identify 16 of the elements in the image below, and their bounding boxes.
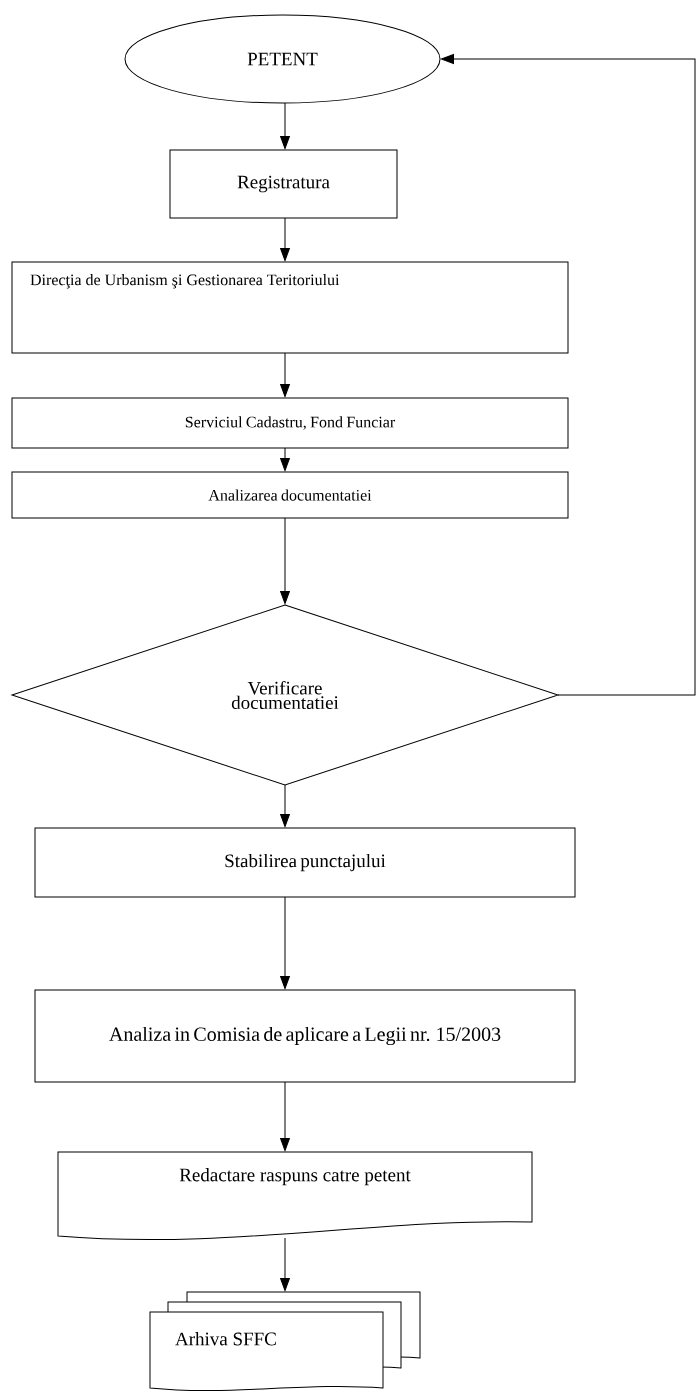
process-box: Analizarea documentatiei bbox=[11, 471, 569, 519]
arrow bbox=[280, 217, 290, 261]
arrow bbox=[280, 517, 290, 604]
arrow bbox=[280, 447, 290, 471]
arrow bbox=[280, 1237, 290, 1291]
arrow bbox=[280, 1081, 290, 1151]
arrow bbox=[280, 896, 290, 989]
return-arrow bbox=[441, 54, 696, 696]
process-box: Serviciul Cadastru, Fond Funciar bbox=[11, 397, 569, 449]
process-box: Analiza in Comisia de aplicare a Legii nr. 15/2003 bbox=[34, 989, 576, 1083]
process-box: Direcţia de Urbanism şi Gestionarea Teritoriului bbox=[11, 261, 569, 354]
arrow bbox=[280, 102, 290, 150]
process-box: Stabilirea punctajului bbox=[34, 827, 576, 898]
arrow bbox=[280, 352, 290, 398]
arrow bbox=[280, 784, 290, 828]
process-box: Registratura bbox=[169, 149, 398, 219]
